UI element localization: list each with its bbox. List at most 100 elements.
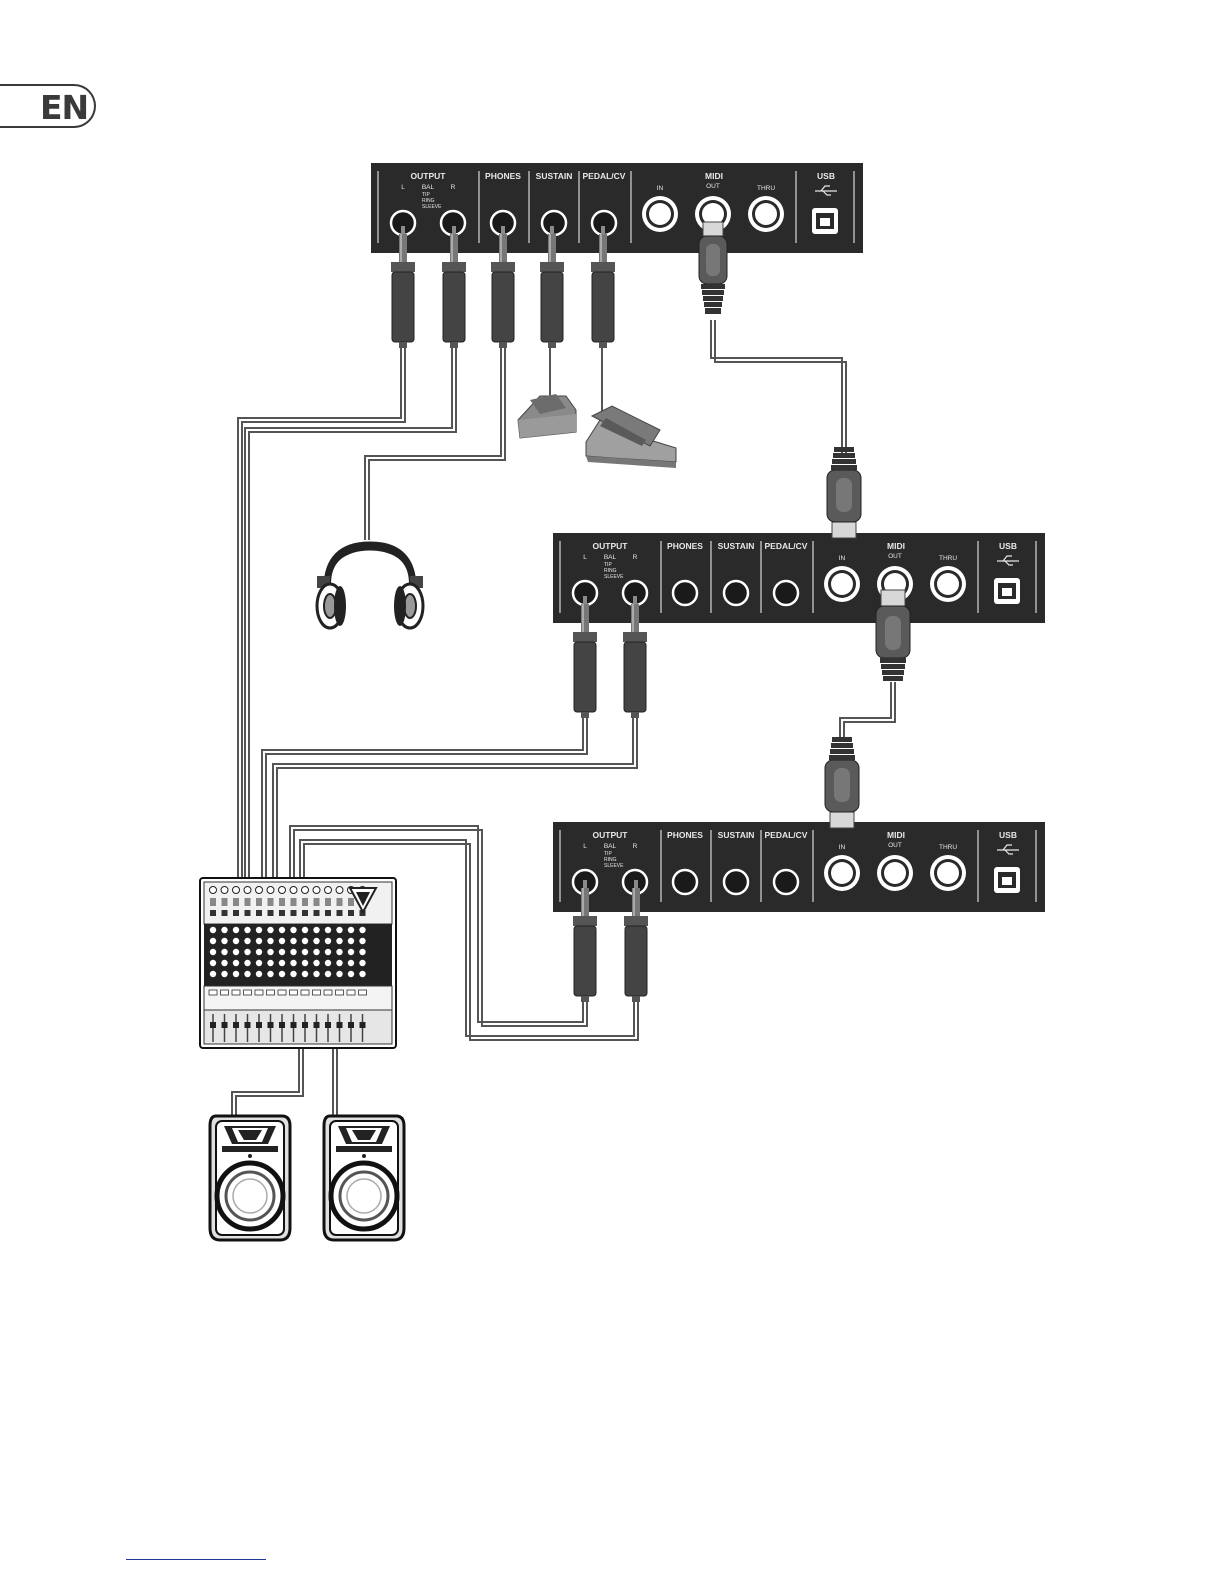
speaker-left [210,1116,290,1240]
mixer-mute-button [324,990,332,995]
mixer-insert [325,910,331,916]
mixer-input-slot [210,898,216,906]
mixer-input-jack [279,887,286,894]
mixer-fader-cap [360,1022,366,1028]
headphones [317,546,423,628]
mixer-mute-button [301,990,309,995]
mixer-fader-cap [279,1022,285,1028]
mixer-insert [210,910,216,916]
mixer-input-slot [268,898,274,906]
mixer-knob [348,949,354,955]
mixer-knob [359,938,365,944]
mixer-knob [221,949,227,955]
mixer-input-jack [244,887,251,894]
mixer-knob [210,938,216,944]
mixer-knob [267,949,273,955]
mixer-mute-button [221,990,229,995]
mixer-input-jack [313,887,320,894]
mixer-knob [279,927,285,933]
mixer-knob [336,949,342,955]
mixer-input-slot [279,898,285,906]
mixer-knob [313,960,319,966]
mixer-fader-cap [314,1022,320,1028]
footer-link-rule [126,1559,266,1560]
mixer-knob [359,971,365,977]
mixer-knob [313,938,319,944]
mixer-knob [359,949,365,955]
mixer-input-slot [256,898,262,906]
mixer-fader-cap [222,1022,228,1028]
mixer-input-jack [290,887,297,894]
mixer-fader-cap [268,1022,274,1028]
mixer-insert [348,910,354,916]
mixer-knob [290,938,296,944]
mixer-mute-button [209,990,217,995]
midi-plug-in-3 [825,737,859,828]
mixer-knob [244,949,250,955]
mixer-fader-cap [337,1022,343,1028]
mixer-knob [256,960,262,966]
mixer-input-slot [337,898,343,906]
mixer-knob [313,949,319,955]
mixer-insert [233,910,239,916]
mixer-knob [359,927,365,933]
speaker-right [324,1116,404,1240]
mixer-mute-button [255,990,263,995]
mixer-knob [313,927,319,933]
mixer-knob [336,960,342,966]
mixer-mute-button [313,990,321,995]
mixer-knob [348,960,354,966]
mixer-knob [233,927,239,933]
mixer-insert [268,910,274,916]
mixer-knob [221,938,227,944]
mixer-knob [336,971,342,977]
mixer-input-jack [325,887,332,894]
mixer-fader-cap [256,1022,262,1028]
mixer-knob [290,971,296,977]
mixer-knob [221,927,227,933]
mixer-input-slot [291,898,297,906]
mixer-mute-button [336,990,344,995]
mixer-fader-cap [245,1022,251,1028]
mixer-input-slot [348,898,354,906]
expression-pedal [586,406,676,468]
mixer-knob [325,949,331,955]
mixer-knob [302,938,308,944]
mixer-knob [336,938,342,944]
mixer-knob [267,971,273,977]
mixer-insert [337,910,343,916]
mixer-knob [244,927,250,933]
mixer-knob [233,938,239,944]
mixer-knob [267,960,273,966]
mixer-knob [313,971,319,977]
mixer-insert [256,910,262,916]
mixer-input-slot [245,898,251,906]
midi-plug-out-2 [876,590,910,681]
mixer-knob [233,960,239,966]
mixer-fader-cap [325,1022,331,1028]
mixer-mute-button [290,990,298,995]
mixer-knob [302,927,308,933]
mixer-knob [256,938,262,944]
mixer-knob [290,960,296,966]
mixer-input-slot [222,898,228,906]
mixer-knob [256,949,262,955]
mixer-knob [279,971,285,977]
mixer-insert [314,910,320,916]
mixer-fader-cap [210,1022,216,1028]
mixer-input-jack [221,887,228,894]
mixer-knob [267,938,273,944]
mixer-fader-cap [233,1022,239,1028]
mixer-knob [210,927,216,933]
mixer-knob [290,949,296,955]
mixer-knob [302,949,308,955]
mixer-knob [348,938,354,944]
mixer-knob [210,960,216,966]
mixer-knob [279,960,285,966]
mixer-input-jack [336,887,343,894]
mixer-input-slot [302,898,308,906]
mixer-knob [244,971,250,977]
mixer-mute-button [244,990,252,995]
mixer-knob [279,949,285,955]
